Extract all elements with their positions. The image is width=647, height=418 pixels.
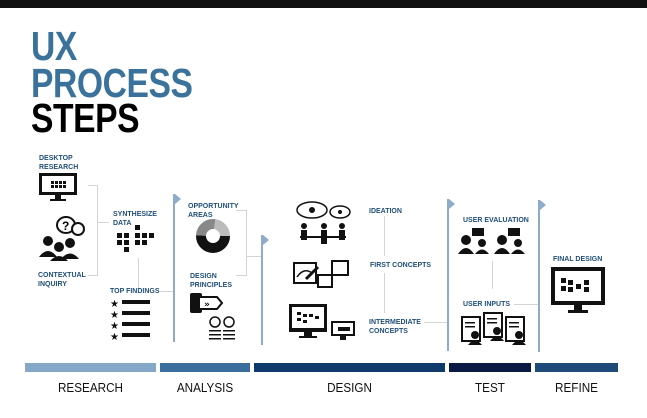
label-first-concepts: FIRST CONCEPTS xyxy=(370,262,432,269)
arrow-icon xyxy=(175,194,181,204)
phase-label-research: RESEARCH xyxy=(57,380,124,395)
arrow-icon xyxy=(540,200,546,210)
label-final-design: FINAL DESIGN xyxy=(553,256,603,263)
divider-test xyxy=(447,199,449,351)
divider-refine xyxy=(538,200,540,352)
svg-text:»: » xyxy=(204,300,210,310)
phase-bar-analysis xyxy=(160,363,250,372)
label-contextual-inquiry: CONTEXTUAL INQUIRY xyxy=(38,272,86,288)
divider-analysis xyxy=(173,194,175,342)
top-findings-list-icon: ★★★★ xyxy=(110,299,150,343)
svg-text:★: ★ xyxy=(110,310,119,321)
phase-bar-research xyxy=(25,363,156,372)
svg-text:★: ★ xyxy=(110,299,119,310)
phase-bar-refine xyxy=(535,363,618,372)
svg-text:?: ? xyxy=(62,219,69,233)
title-line-1: UX xyxy=(31,23,77,69)
user-evaluation-icon xyxy=(458,228,525,254)
desktop-monitor-icon xyxy=(39,173,77,201)
svg-text:★: ★ xyxy=(110,332,119,343)
svg-text:★: ★ xyxy=(110,321,119,332)
donut-chart-icon xyxy=(196,219,230,253)
design-principles-icon: » xyxy=(190,293,235,340)
label-intermediate-concepts: INTERMEDIATE CONCEPTS xyxy=(369,319,421,335)
divider-design xyxy=(261,235,263,345)
title-line-3: STEPS xyxy=(31,95,140,141)
arrow-icon xyxy=(263,235,269,245)
label-opportunity-areas: OPPORTUNITY AREAS xyxy=(188,203,239,219)
first-concepts-sketch-icon xyxy=(293,260,349,288)
label-ideation: IDEATION xyxy=(369,208,402,215)
synthesize-data-grid-icon xyxy=(117,225,154,252)
user-inputs-forms-icon xyxy=(461,312,526,345)
label-synthesize-data: SYNTHESIZE DATA xyxy=(113,211,157,227)
intermediate-concepts-monitors-icon xyxy=(289,304,355,340)
phase-label-test: TEST xyxy=(475,380,505,395)
label-design-principles: DESIGN PRINCIPLES xyxy=(190,273,233,289)
title-line-2: PROCESS xyxy=(31,60,193,106)
label-user-evaluation: USER EVALUATION xyxy=(463,217,529,224)
arrow-icon xyxy=(449,199,455,209)
label-top-findings: TOP FINDINGS xyxy=(110,288,160,295)
phase-label-analysis: ANALYSIS xyxy=(176,380,234,395)
phase-bar-test xyxy=(449,363,531,372)
label-desktop-research: DESKTOP RESEARCH xyxy=(39,155,79,171)
phase-bar-design xyxy=(254,363,445,372)
final-design-monitor-icon xyxy=(551,267,605,313)
phase-label-design: DESIGN xyxy=(327,380,372,395)
phase-label-refine: REFINE xyxy=(555,380,598,395)
people-speech-icon: ? xyxy=(39,216,85,261)
label-user-inputs: USER INPUTS xyxy=(463,301,511,308)
top-bar xyxy=(0,0,647,8)
ideation-meeting-icon xyxy=(296,201,351,244)
